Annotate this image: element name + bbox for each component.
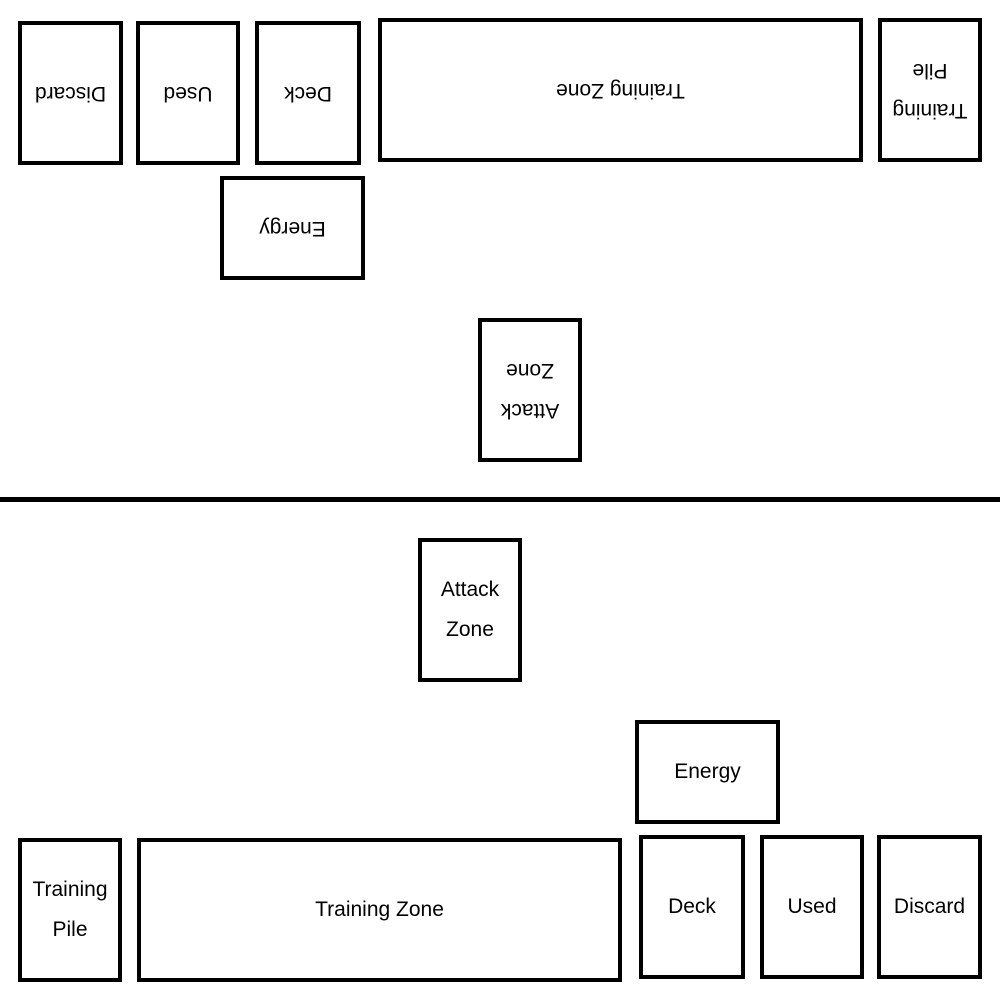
opponent-board: Attack Zone Energy Training Pile Trainin… xyxy=(18,18,982,462)
opponent-used-pile[interactable]: Used xyxy=(136,21,240,165)
board-divider xyxy=(0,497,1000,502)
player-training-pile[interactable]: Training Pile xyxy=(18,838,122,982)
player-board: Attack Zone Energy Training Pile Trainin… xyxy=(0,500,1000,1000)
player-discard-pile[interactable]: Discard xyxy=(877,835,982,979)
opponent-deck[interactable]: Deck xyxy=(255,21,361,165)
opponent-training-pile[interactable]: Training Pile xyxy=(878,18,982,162)
player-training-zone[interactable]: Training Zone xyxy=(137,838,622,982)
opponent-energy-zone[interactable]: Energy xyxy=(220,176,365,280)
player-used-pile[interactable]: Used xyxy=(760,835,864,979)
opponent-discard-pile[interactable]: Discard xyxy=(18,21,123,165)
opponent-training-zone[interactable]: Training Zone xyxy=(378,18,863,162)
opponent-attack-zone[interactable]: Attack Zone xyxy=(478,318,582,462)
player-energy-zone[interactable]: Energy xyxy=(635,720,780,824)
player-attack-zone[interactable]: Attack Zone xyxy=(418,538,522,682)
player-deck[interactable]: Deck xyxy=(639,835,745,979)
